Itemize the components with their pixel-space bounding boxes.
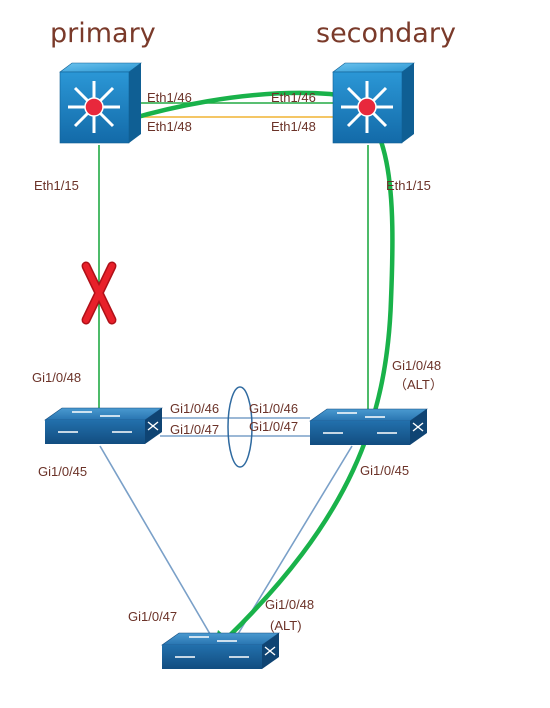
port-label: Eth1/48 [271, 119, 316, 134]
port-label: Eth1/15 [34, 178, 79, 193]
port-label: Gi1/0/47 [249, 419, 298, 434]
port-label: Gi1/0/48 [392, 358, 441, 373]
port-label: Gi1/0/45 [360, 463, 409, 478]
port-label: Gi1/0/48 [32, 370, 81, 385]
port-label: Gi1/0/47 [128, 609, 177, 624]
secondary-title: secondary [316, 18, 456, 49]
layer2-switch-icon [175, 636, 276, 658]
access-switch-left[interactable] [44, 407, 163, 444]
port-label: Gi1/0/46 [170, 401, 219, 416]
port-label: Gi1/0/46 [249, 401, 298, 416]
primary-title: primary [50, 18, 156, 49]
link-right-bottom [237, 445, 353, 635]
access-switch-right[interactable] [309, 408, 428, 445]
link-failure-x-icon [81, 261, 117, 325]
port-label: Eth1/46 [271, 90, 316, 105]
layer2-switch-icon [58, 411, 159, 433]
secondary-core-switch[interactable] [332, 62, 415, 144]
port-state-label: (ALT) [270, 618, 302, 633]
port-channel-ellipse [227, 386, 253, 468]
port-label: Eth1/48 [147, 119, 192, 134]
layer2-switch-icon [323, 412, 424, 434]
links [98, 102, 369, 635]
port-labels: Eth1/46 Eth1/48 Eth1/46 Eth1/48 Eth1/15 … [32, 90, 443, 633]
primary-core-switch[interactable] [59, 62, 142, 144]
port-label: Gi1/0/45 [38, 464, 87, 479]
port-label: Gi1/0/48 [265, 597, 314, 612]
port-state-label: （ALT） [394, 377, 443, 392]
traffic-path-arrow-line [99, 90, 395, 646]
port-label: Eth1/15 [386, 178, 431, 193]
link-left-bottom [99, 445, 211, 635]
port-label: Gi1/0/47 [170, 422, 219, 437]
port-label: Eth1/46 [147, 90, 192, 105]
access-switch-bottom[interactable] [161, 632, 280, 669]
